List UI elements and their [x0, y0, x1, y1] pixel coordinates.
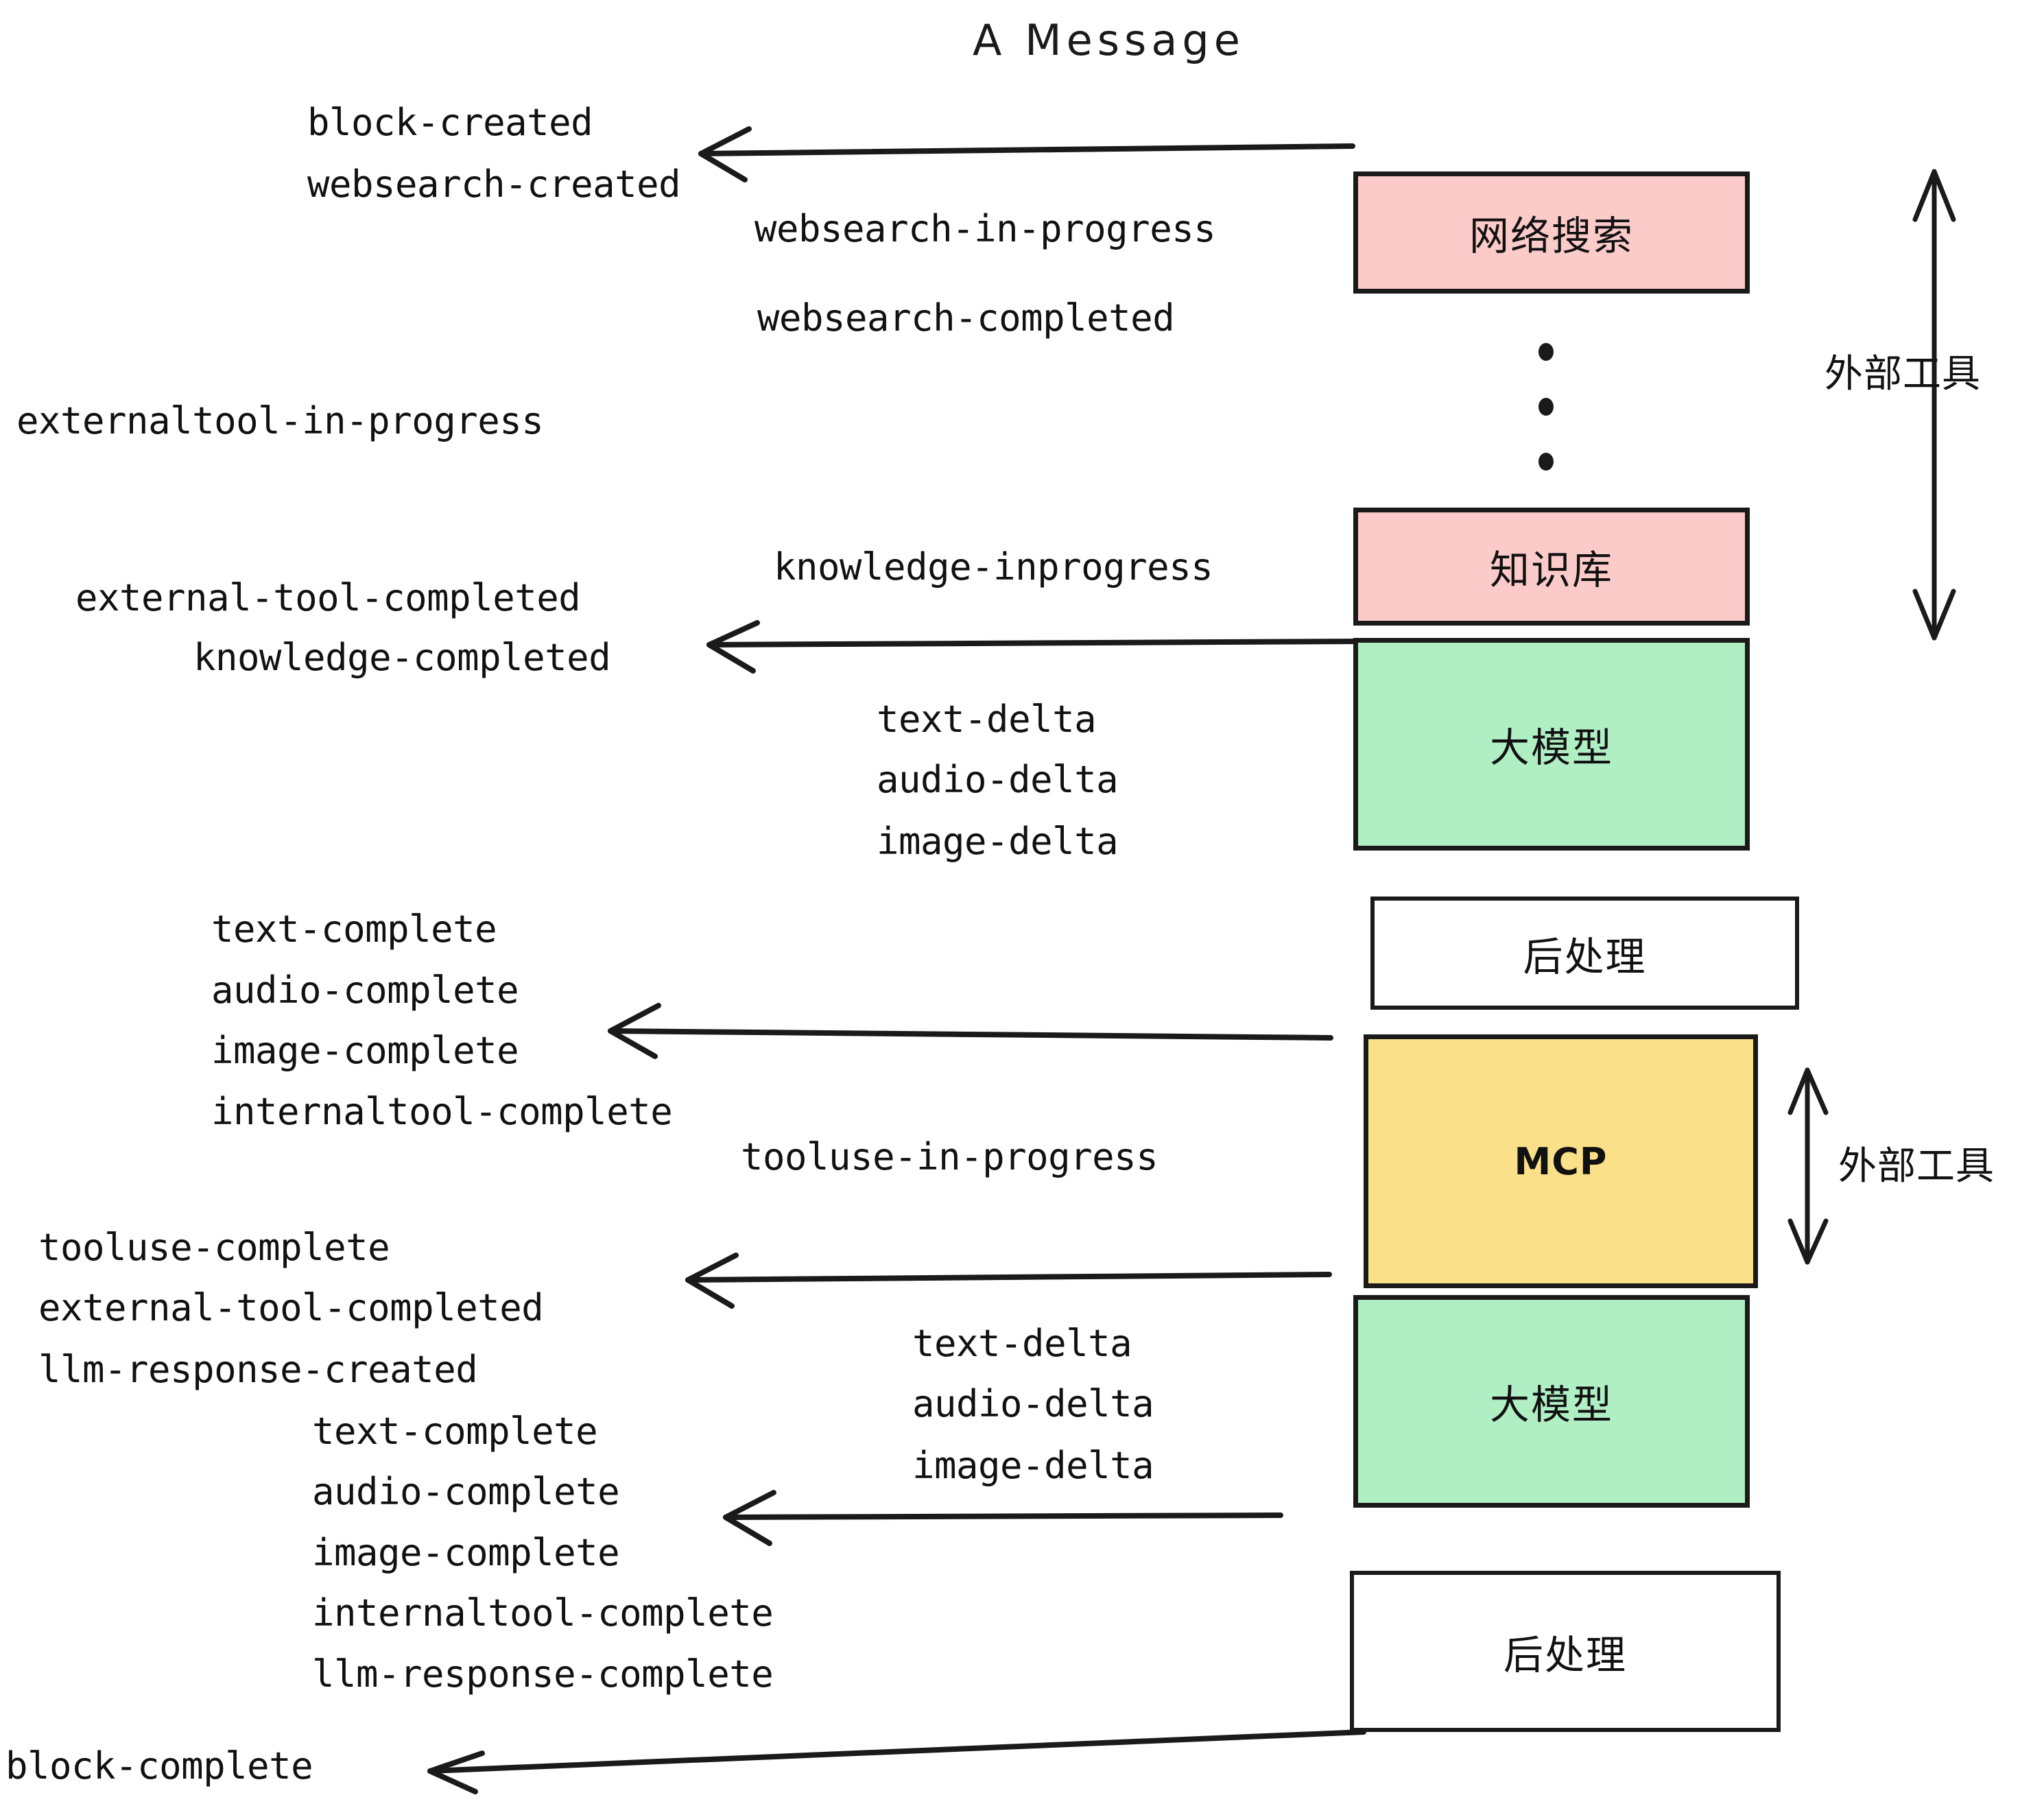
event-image-delta-2: image-delta	[912, 1444, 1154, 1487]
event-text-complete-2: text-complete	[312, 1410, 598, 1453]
event-text-delta-1: text-delta	[877, 698, 1097, 741]
event-audio-complete-2: audio-complete	[312, 1470, 620, 1513]
node-postprocess-2-label: 后处理	[1503, 1631, 1627, 1678]
event-llm-response-created: llm-response-created	[38, 1348, 478, 1391]
arrow-audio-complete	[723, 1490, 1283, 1546]
node-mcp-label: MCP	[1514, 1139, 1608, 1183]
arrow-knowledge-completed	[706, 620, 1359, 674]
event-block-complete: block-complete	[5, 1744, 313, 1788]
node-postprocess-2[interactable]: 后处理	[1350, 1571, 1781, 1732]
event-websearch-created: websearch-created	[307, 163, 681, 206]
event-internaltool-complete-2: internaltool-complete	[312, 1591, 774, 1635]
external-tools-label-top-text: 外部工具	[1825, 352, 1981, 396]
ellipsis-dot	[1538, 398, 1554, 416]
event-external-tool-completed-2: external-tool-completed	[38, 1286, 544, 1329]
page-title: A Message	[973, 15, 1245, 65]
node-websearch[interactable]: 网络搜索	[1353, 171, 1750, 294]
node-knowledge-label: 知识库	[1489, 547, 1613, 593]
event-websearch-in-progress: websearch-in-progress	[754, 207, 1216, 250]
node-llm-1-label: 大模型	[1489, 724, 1613, 771]
node-llm-1[interactable]: 大模型	[1353, 638, 1750, 851]
node-llm-2[interactable]: 大模型	[1353, 1295, 1750, 1508]
external-tools-bracket-top	[1912, 169, 1956, 641]
event-audio-complete-1: audio-complete	[211, 969, 519, 1012]
event-image-complete-2: image-complete	[312, 1531, 620, 1574]
external-tools-label-bottom-text: 外部工具	[1838, 1144, 1995, 1189]
event-tooluse-in-progress: tooluse-in-progress	[741, 1135, 1158, 1178]
event-externaltool-in-progress: externaltool-in-progress	[16, 399, 544, 442]
external-tools-label-bottom: 外部工具	[1838, 1135, 1995, 1191]
arrow-block-complete	[427, 1729, 1366, 1794]
event-text-delta-2: text-delta	[912, 1322, 1132, 1365]
event-external-tool-completed-1: external-tool-completed	[75, 576, 581, 619]
event-audio-delta-1: audio-delta	[877, 758, 1119, 801]
event-knowledge-inprogress: knowledge-inprogress	[774, 545, 1213, 589]
event-audio-delta-2: audio-delta	[912, 1382, 1154, 1425]
event-block-created: block-created	[307, 101, 593, 144]
arrow-image-complete	[608, 1003, 1333, 1059]
arrow-websearch-created	[698, 126, 1355, 182]
ellipsis-dot	[1538, 453, 1554, 471]
event-knowledge-completed: knowledge-completed	[193, 636, 611, 679]
event-text-complete-1: text-complete	[211, 907, 497, 951]
node-mcp[interactable]: MCP	[1364, 1034, 1758, 1288]
event-websearch-completed: websearch-completed	[757, 296, 1175, 340]
ellipsis-dot	[1538, 343, 1554, 361]
event-llm-response-complete: llm-response-complete	[312, 1652, 774, 1696]
node-postprocess-1-label: 后处理	[1523, 933, 1647, 980]
event-internaltool-complete-1: internaltool-complete	[211, 1090, 673, 1133]
node-llm-2-label: 大模型	[1489, 1381, 1613, 1428]
event-image-complete-1: image-complete	[211, 1029, 519, 1072]
ellipsis-dots	[1538, 343, 1554, 508]
external-tools-bracket-bottom	[1787, 1067, 1829, 1265]
event-tooluse-complete: tooluse-complete	[38, 1226, 390, 1269]
external-tools-label-top: 外部工具	[1825, 343, 1981, 399]
node-postprocess-1[interactable]: 后处理	[1370, 897, 1799, 1010]
event-image-delta-1: image-delta	[877, 820, 1119, 863]
node-websearch-label: 网络搜索	[1469, 213, 1634, 259]
node-knowledge[interactable]: 知识库	[1353, 508, 1750, 626]
arrow-tooluse-complete	[685, 1253, 1332, 1309]
